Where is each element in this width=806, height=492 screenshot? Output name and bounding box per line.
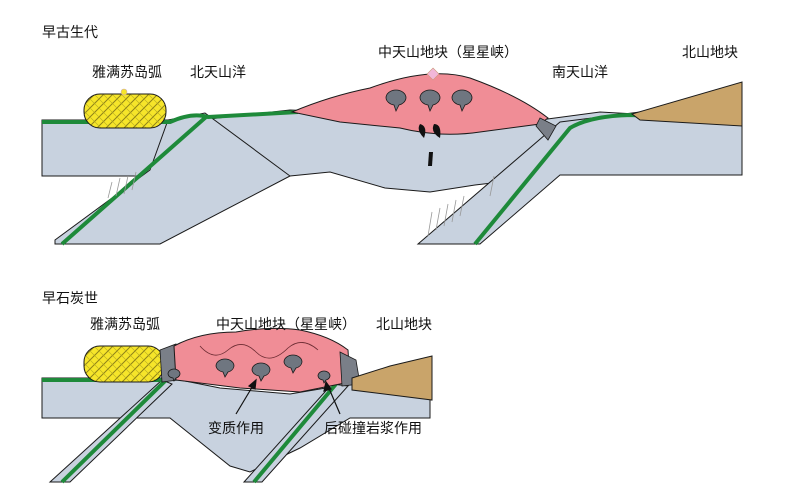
bottom-label-arc: 雅满苏岛弧 xyxy=(90,314,160,334)
top-label-central-block: 中天山地块（星星峡） xyxy=(378,42,518,62)
bottom-label-metamorphism: 变质作用 xyxy=(208,418,264,438)
top-label-south-ocean: 南天山洋 xyxy=(552,62,608,82)
arc-apex-marker xyxy=(121,89,127,95)
bottom-panel-section xyxy=(42,328,432,482)
top-beishan-block xyxy=(632,82,742,126)
bottom-label-post-collision: 后碰撞岩浆作用 xyxy=(324,418,422,438)
bottom-label-central-block: 中天山地块（星星峡） xyxy=(216,314,356,334)
bottom-yamansu-arc xyxy=(84,346,164,382)
top-label-beishan: 北山地块 xyxy=(682,42,738,62)
top-panel-section xyxy=(42,68,742,244)
top-yamansu-arc xyxy=(84,94,166,128)
top-panel-title: 早古生代 xyxy=(42,22,98,42)
top-label-north-ocean: 北天山洋 xyxy=(190,62,246,82)
bottom-panel-title: 早石炭世 xyxy=(42,288,98,308)
bottom-label-beishan: 北山地块 xyxy=(376,314,432,334)
top-label-arc: 雅满苏岛弧 xyxy=(92,62,162,82)
